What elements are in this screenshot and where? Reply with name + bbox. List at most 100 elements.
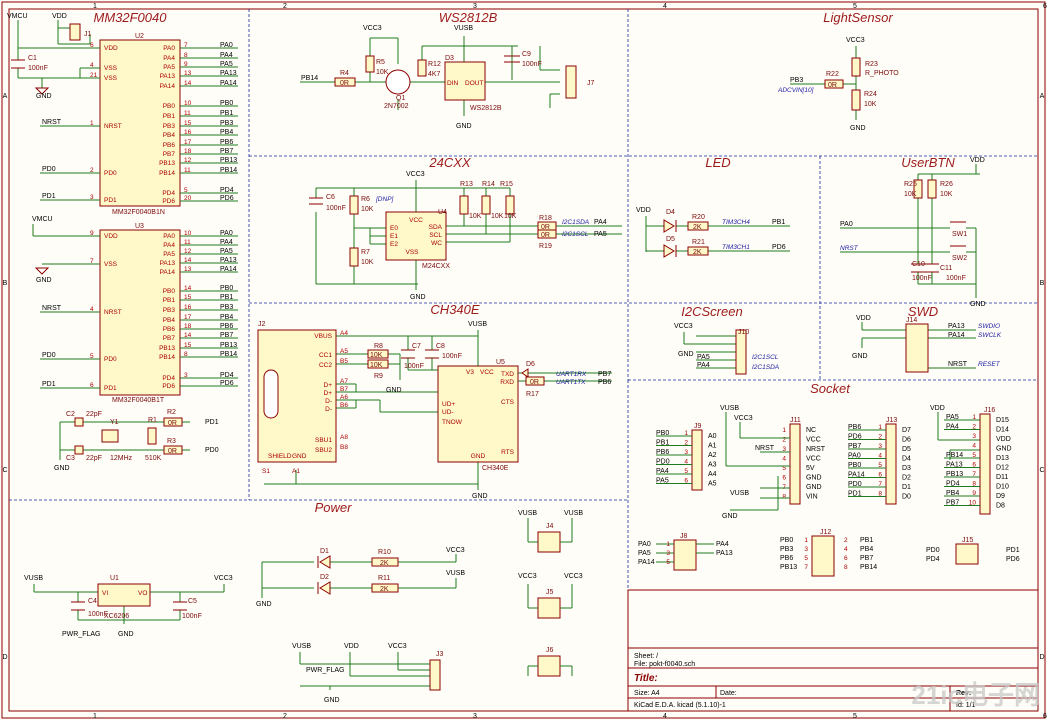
j11-num: 4 (782, 456, 786, 463)
led-vdd: VDD (636, 207, 651, 214)
u2-pin-num: 5 (184, 187, 188, 194)
u2-pin-name: PD6 (162, 198, 175, 205)
tb-file: File: pokt-f0040.sch (634, 661, 695, 668)
u2-pin-name: PB6 (163, 142, 176, 149)
u2-pin-name: PA4 (163, 55, 175, 62)
j12-num: 7 (804, 564, 808, 571)
j16-num: 7 (972, 471, 976, 478)
j13-pin: D1 (902, 484, 911, 491)
j11-pin: GND (806, 484, 822, 491)
power-gnd-3: GND (324, 697, 340, 704)
r17-ref: R17 (526, 391, 539, 398)
j11-num: 5 (782, 465, 786, 472)
u3-pin-name: PA4 (163, 242, 175, 249)
u3-net-label: PB6 (220, 323, 233, 330)
power-gnd-2: GND (118, 631, 134, 638)
r2-value: 0R (168, 420, 177, 427)
swd-nrst: NRST (948, 361, 968, 368)
j1-ref: J1 (84, 31, 92, 38)
u3-left-num: 4 (90, 306, 94, 313)
gnd-label-2: GND (36, 277, 52, 284)
j16-pin: D11 (996, 474, 1008, 481)
svg-text:J13: J13 (886, 417, 897, 424)
u3-pin-num: 18 (184, 323, 192, 330)
j16-net: PB13 (946, 471, 963, 478)
u3-pin-name: PB6 (163, 326, 176, 333)
r13-value: 10K (469, 213, 482, 220)
r10-value: 2K (380, 560, 389, 567)
title-swd: SWD (908, 304, 938, 319)
power-gnd: GND (256, 601, 272, 608)
j13-net: PD0 (848, 481, 862, 488)
nrst-label-2: NRST (42, 305, 62, 312)
u2-pin-num: 7 (184, 42, 188, 49)
j12-num-r: 8 (844, 564, 848, 571)
u2-pin-num: 20 (184, 195, 192, 202)
j2-pin-num: B7 (340, 386, 348, 393)
ch340-uart1rx: UART1RX (556, 371, 587, 378)
u3-pin-num: 3 (184, 372, 188, 379)
j9-net: PA4 (656, 468, 669, 475)
j2-pin-num: A5 (340, 348, 348, 355)
j12-num-r: 2 (844, 537, 848, 544)
r9-ref: R9 (374, 373, 383, 380)
c2-ref: C2 (66, 411, 75, 418)
j13-num: 7 (878, 481, 882, 488)
u2-net-label: PB13 (220, 157, 237, 164)
pd0-label: PD0 (42, 166, 56, 173)
d4-ref: D4 (666, 209, 675, 216)
u3-net-label: PB0 (220, 285, 233, 292)
j15-net-left: PD0 (926, 547, 940, 554)
tb-date: Date: (720, 690, 737, 697)
j16-pin: GND (996, 446, 1012, 453)
j9-num: 2 (684, 440, 688, 447)
ch340-pb7: PB7 (598, 371, 611, 378)
u2-left-name: VDD (104, 45, 118, 52)
j10-ref: J10 (738, 329, 749, 336)
q1-ref: Q1 (396, 95, 405, 102)
j16-num: 10 (969, 500, 977, 507)
border-col-3: 3 (473, 3, 477, 10)
r25-ref: R25 (904, 181, 917, 188)
j2-pin-label: D+ (324, 390, 333, 397)
r20-value: 2K (693, 224, 702, 231)
j9-net: PD0 (656, 459, 670, 466)
c11-ref: C11 (940, 265, 952, 272)
u3-pin-num: 10 (184, 230, 192, 237)
tb-sheet: Sheet: / (634, 653, 658, 660)
u2-net-label: PA14 (220, 80, 237, 87)
j16-num: 3 (972, 433, 976, 440)
j2-pin-num: A8 (340, 434, 348, 441)
c8-value: 100nF (442, 353, 462, 360)
d6-ref: D6 (526, 361, 535, 368)
j5-vcc3-r: VCC3 (564, 573, 583, 580)
j11-num: 2 (782, 437, 786, 444)
j9-pin: A1 (708, 443, 717, 450)
u3-left-name: VSS (104, 261, 118, 268)
ws-vusb: VUSB (454, 25, 473, 32)
j12-net-right: PB4 (860, 546, 873, 553)
border-col-bottom-6: 6 (1043, 713, 1047, 720)
j13-pin: D5 (902, 446, 911, 453)
svg-text:J11: J11 (790, 417, 801, 424)
j13-pin: D0 (902, 494, 911, 501)
j12-num-r: 6 (844, 555, 848, 562)
u2-net-label: PB7 (220, 148, 233, 155)
j13-net: PA0 (848, 453, 861, 460)
j2-pin-num: A4 (340, 330, 348, 337)
j12-net-left: PB0 (780, 537, 793, 544)
u2-pin-name: PA0 (163, 45, 175, 52)
power-wires (33, 554, 457, 690)
j16-num: 6 (972, 462, 976, 469)
u3-pin-name: PD4 (162, 375, 175, 382)
j8-net-left: PA14 (638, 559, 655, 566)
r5-value: 10K (376, 69, 389, 76)
tb-id: Id: 1/1 (956, 702, 976, 709)
section-dividers (9, 9, 1038, 590)
eeprom-pa5: PA5 (594, 231, 607, 238)
power-vcc3-2: VCC3 (214, 575, 233, 582)
u3-left-name: NRST (104, 309, 122, 316)
u3-pin-num: 17 (184, 314, 192, 321)
